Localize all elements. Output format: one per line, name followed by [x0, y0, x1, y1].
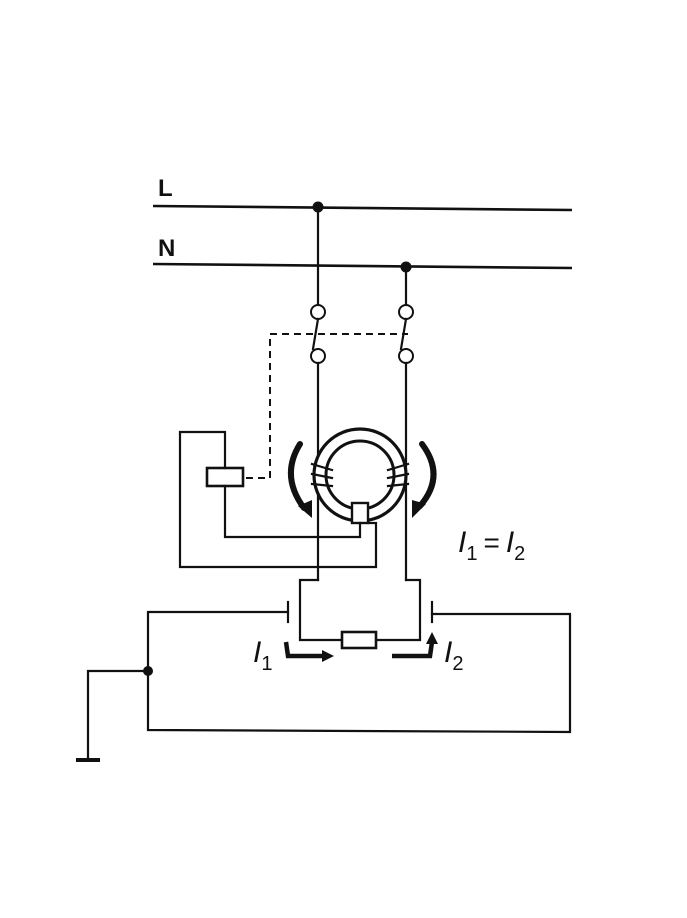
flux-arrow-left [287, 441, 307, 511]
current-arrow-i1 [283, 641, 324, 659]
trip-relay-circuit [178, 430, 378, 569]
drop-wires [316, 205, 408, 306]
current-arrowhead-i1 [322, 650, 334, 662]
flux-arrow-right [417, 441, 437, 509]
earth-lead-wire [86, 669, 150, 762]
label-i1: I1 [253, 636, 272, 675]
line-to-load-wire [298, 578, 344, 642]
current-labels: I1 I2 I1=I2 [253, 526, 525, 675]
line-winding [310, 462, 334, 488]
neutral-contact-lower [398, 348, 414, 364]
supply-lines: L N [152, 175, 573, 273]
line-contact-blade [311, 317, 320, 351]
flux-arrows [287, 441, 437, 518]
neutral-conductor [152, 262, 573, 270]
neutral-winding [386, 462, 410, 488]
line-contact-upper [310, 304, 326, 320]
trip-linkage-dashed [246, 333, 408, 479]
line-contact-lower [310, 348, 326, 364]
toroid-core [310, 427, 410, 525]
protective-earth-circuit [76, 600, 572, 762]
earth-loop-wire [146, 610, 572, 734]
current-arrow-i2 [392, 641, 435, 659]
main-contacts [310, 304, 414, 364]
current-arrows [283, 632, 438, 662]
load-resistor [340, 630, 378, 650]
relay-inner-loop-wire [223, 484, 362, 539]
equation-i1-equals-i2: I1=I2 [458, 526, 525, 565]
neutral-label: N [158, 235, 175, 262]
relay-outer-loop-wire [178, 430, 378, 569]
sense-winding [350, 501, 370, 525]
trip-relay-coil [205, 466, 245, 488]
label-i2: I2 [444, 636, 463, 675]
flux-arrowhead-left [298, 500, 312, 518]
line-conductor [152, 204, 573, 212]
current-arrowhead-i2 [426, 632, 438, 644]
line-label: L [158, 175, 173, 202]
flux-arrowhead-right [412, 500, 426, 518]
neutral-contact-upper [398, 304, 414, 320]
neutral-to-load-wire [374, 578, 422, 642]
